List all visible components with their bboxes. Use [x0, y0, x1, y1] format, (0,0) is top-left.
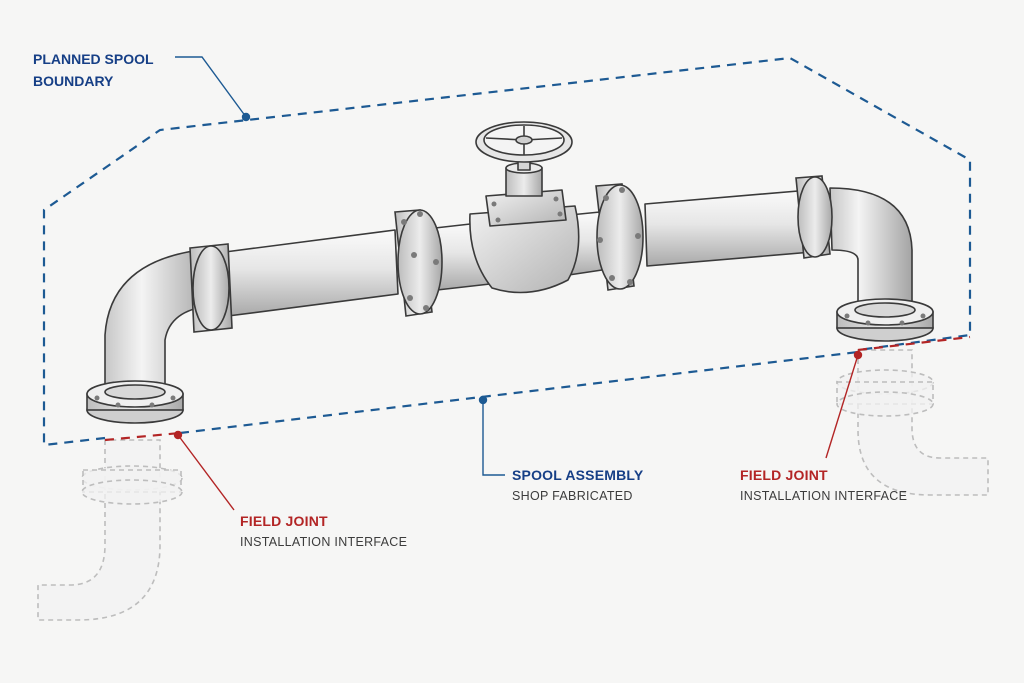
planned-spool-boundary-line1: PLANNED SPOOL [33, 51, 154, 67]
field-joint-right-subtitle: INSTALLATION INTERFACE [740, 488, 908, 503]
spool-assembly-subtitle: SHOP FABRICATED [512, 488, 633, 503]
existing-pipe-right-ghost [836, 349, 989, 496]
pipe-flange-valve-left [394, 209, 443, 317]
pipe-flange-left-top [189, 243, 233, 333]
handwheel-icon [475, 121, 573, 163]
field-joint-left-subtitle: INSTALLATION INTERFACE [240, 534, 408, 549]
spool-assembly-title: SPOOL ASSEMBLY [512, 467, 644, 483]
planned-spool-boundary [42, 56, 972, 447]
gate-valve-icon [469, 147, 580, 294]
planned-spool-boundary-line2: BOUNDARY [33, 73, 114, 89]
field-joint-left-title: FIELD JOINT [240, 513, 328, 529]
pipe-flange-left-bottom [86, 380, 184, 424]
field-joint-left-label: FIELD JOINT INSTALLATION INTERFACE [240, 513, 407, 550]
field-joint-segments [104, 335, 971, 442]
existing-pipe-left-ghost [37, 439, 183, 621]
leader-planned-boundary [175, 56, 251, 122]
leader-field-joint-right [825, 350, 863, 459]
pipe-flange-right-bottom [836, 298, 934, 342]
planned-spool-boundary-label: PLANNED SPOOL BOUNDARY [33, 48, 154, 92]
leader-field-joint-left [173, 430, 235, 511]
leader-spool-assembly [478, 395, 505, 476]
field-joint-right-title: FIELD JOINT [740, 467, 828, 483]
pipe-flange-valve-right [595, 183, 644, 291]
pipe-flange-right-top [795, 175, 833, 259]
spool-assembly-label: SPOOL ASSEMBLY SHOP FABRICATED [512, 467, 643, 504]
field-joint-right-label: FIELD JOINT INSTALLATION INTERFACE [740, 467, 907, 504]
right-elbow [829, 187, 913, 313]
